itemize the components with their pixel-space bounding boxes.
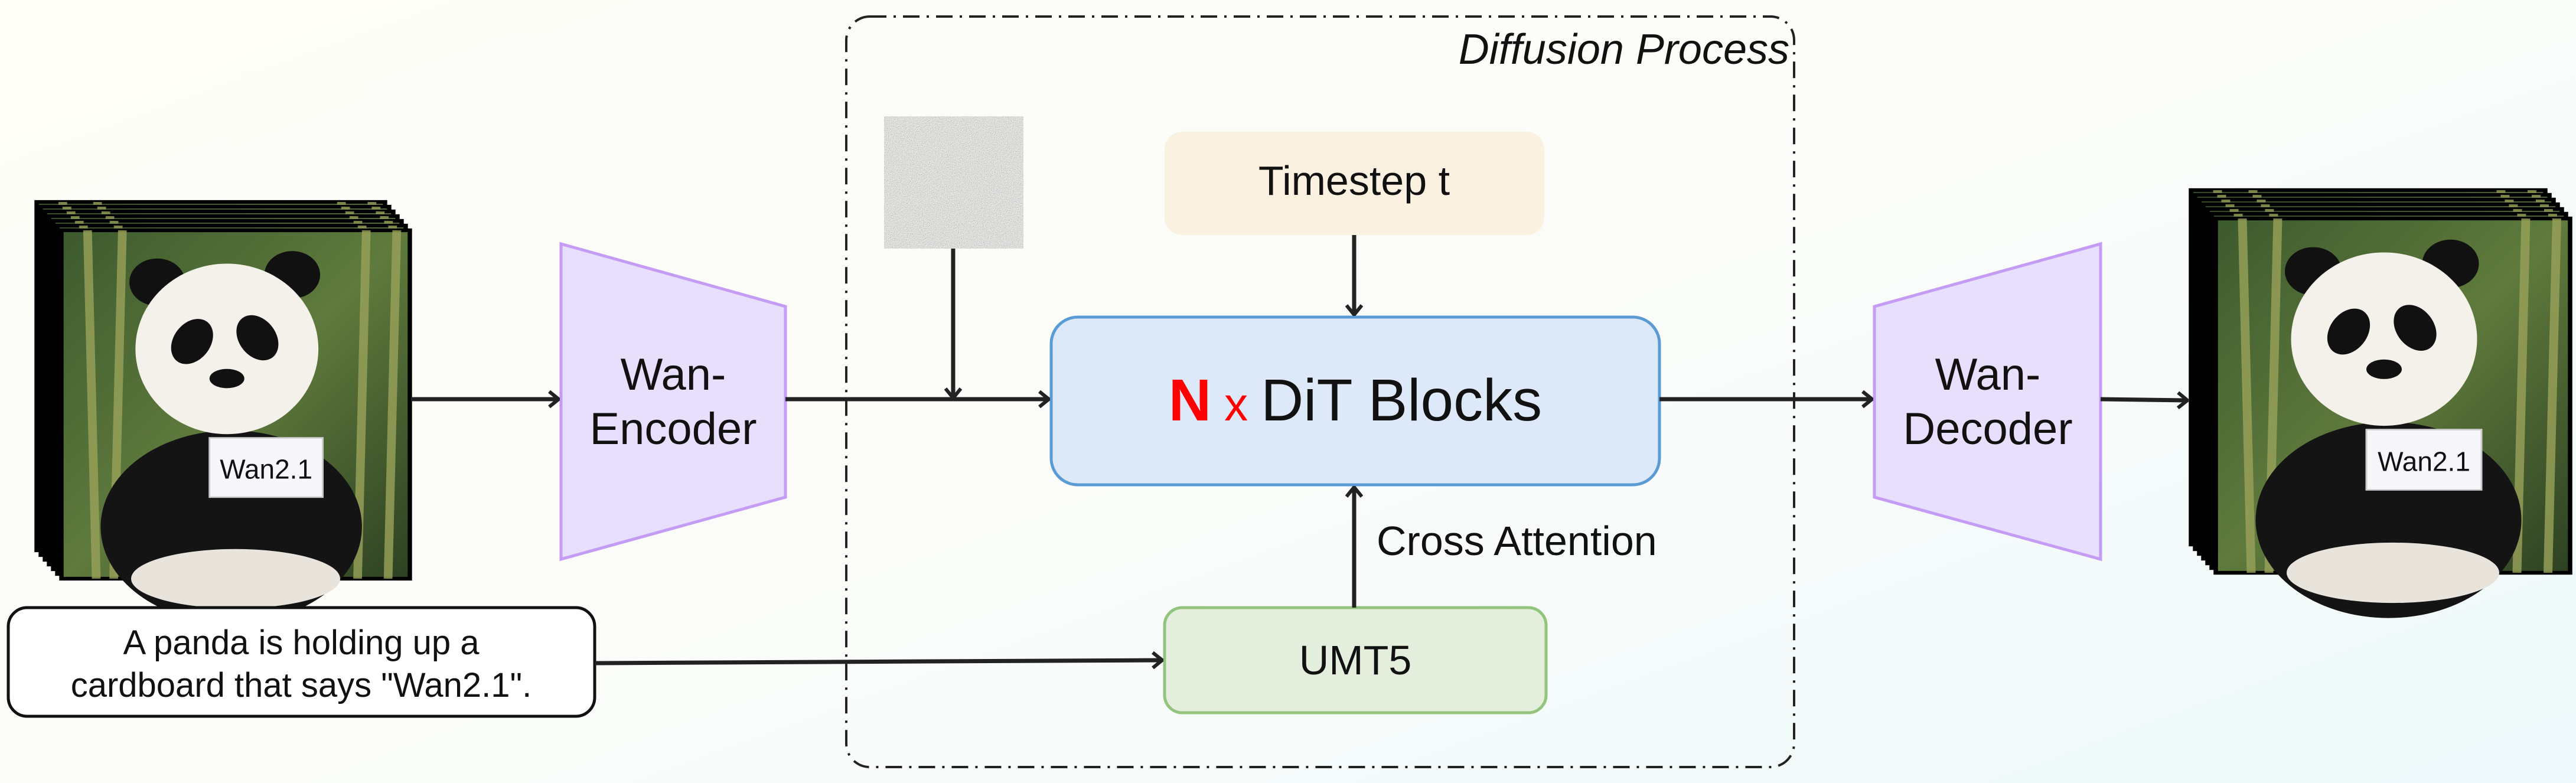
arrow-decoder-to-output <box>2100 399 2187 400</box>
video-frame <box>61 230 410 623</box>
timestep-label: Timestep t <box>1258 158 1450 204</box>
encoder-label-line-2: Encoder <box>589 404 757 454</box>
prompt-line-2: cardboard that says "Wan2.1". <box>71 666 532 704</box>
video-frame <box>2216 218 2570 618</box>
dit-n: N <box>1169 367 1211 433</box>
decoder-label-line-2: Decoder <box>1903 404 2072 454</box>
cross-attention-label: Cross Attention <box>1377 518 1657 564</box>
diffusion-process-frame <box>845 15 1795 768</box>
decoder-label-line-1: Wan- <box>1935 350 2041 400</box>
dit-label: DiT Blocks <box>1261 367 1542 433</box>
sign-text: Wan2.1 <box>220 454 312 485</box>
noise-latent <box>884 116 1023 249</box>
prompt-line-1: A panda is holding up a <box>123 624 480 662</box>
arrow-prompt-to-umt5 <box>594 660 1162 663</box>
umt5-label: UMT5 <box>1299 637 1412 683</box>
sign-text: Wan2.1 <box>2378 446 2470 477</box>
arrows <box>411 235 2187 663</box>
wan-decoder <box>1873 242 2102 562</box>
diffusion-process-label: Diffusion Process <box>1459 26 1789 73</box>
output-video-frames: Wan2.1 <box>2191 190 2570 618</box>
encoder-label-line-1: Wan- <box>621 350 726 400</box>
input-video-frames: Wan2.1 <box>37 202 410 623</box>
wan-encoder <box>559 242 787 562</box>
timestep-box <box>1165 132 1544 235</box>
dit-x: x <box>1224 378 1248 430</box>
